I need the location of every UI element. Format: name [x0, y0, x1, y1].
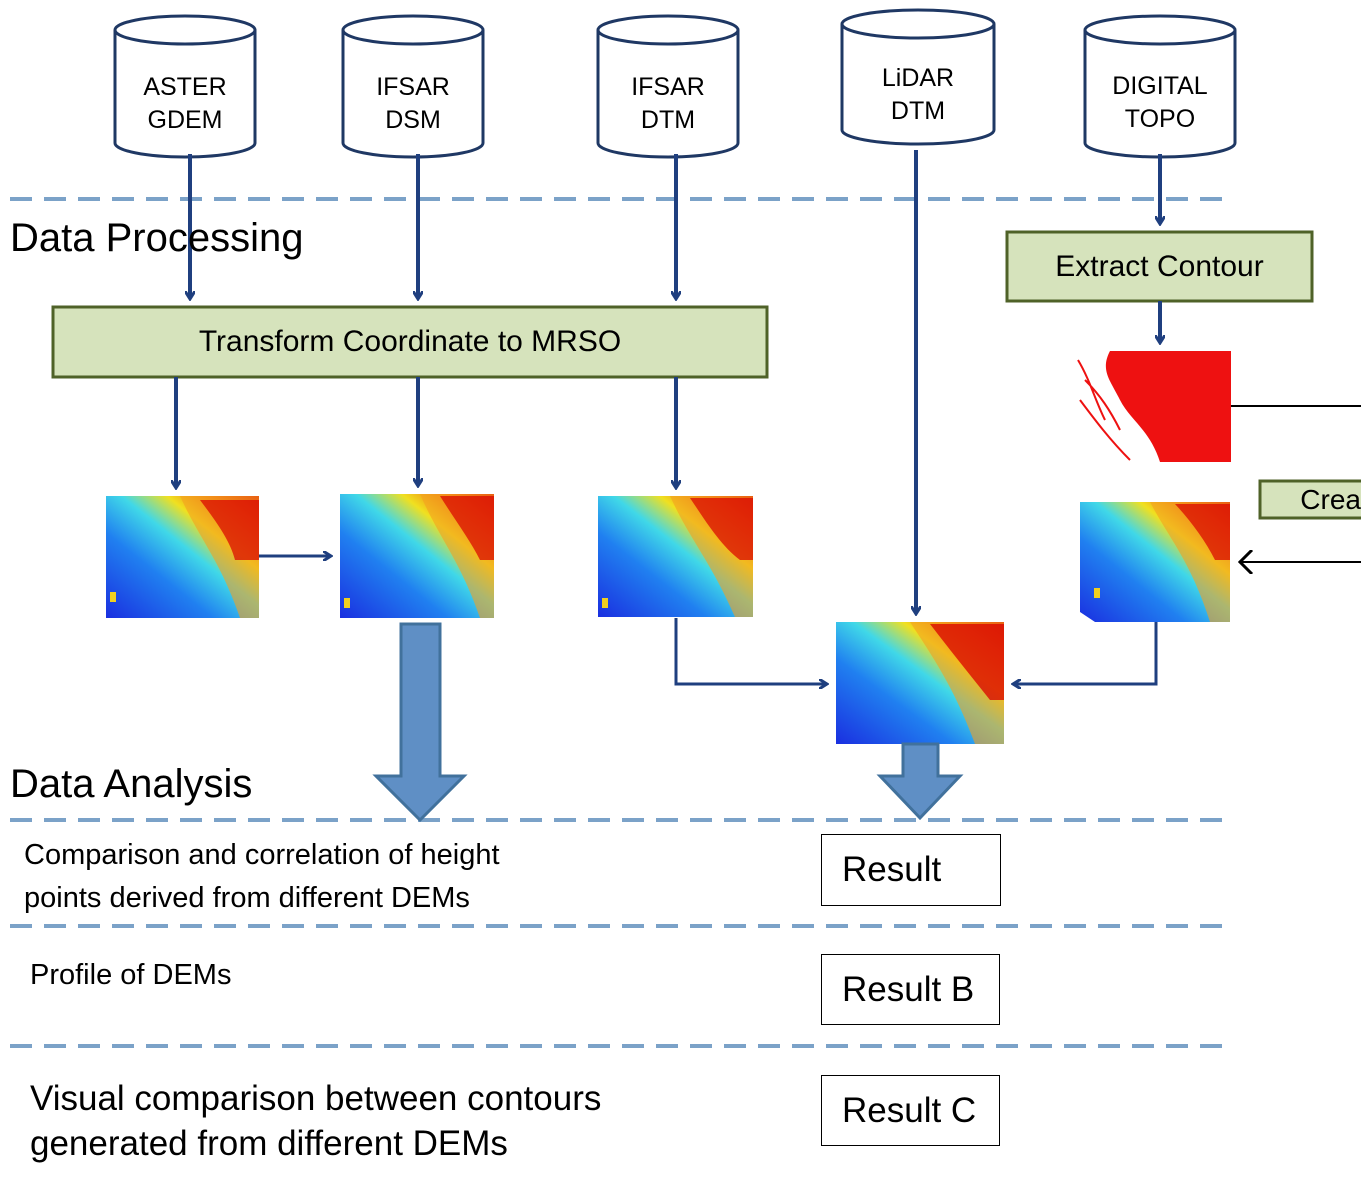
create-box — [1258, 479, 1361, 520]
section-data-processing: Data Processing — [10, 216, 304, 260]
analysis-profile-text: Profile of DEMs — [30, 959, 232, 991]
flow-arrows — [176, 150, 1160, 613]
cylinder-lidar — [840, 8, 996, 146]
dem-thumb-aster — [106, 496, 259, 618]
dem-thumb-ifsar-dsm — [340, 494, 494, 618]
source-cylinders — [113, 8, 1237, 159]
dem-merged — [836, 622, 1004, 744]
section-data-analysis: Data Analysis — [10, 762, 253, 806]
cylinder-topo — [1083, 14, 1237, 159]
connector-arrows — [259, 556, 1158, 684]
create-connectors — [1231, 405, 1361, 562]
dem-thumb-topo — [1080, 502, 1230, 622]
result-box-c: Result C — [821, 1075, 1000, 1146]
analysis-visual-text: Visual comparison between contours gener… — [30, 1079, 602, 1163]
contour-map — [1077, 351, 1231, 462]
dem-thumbnails — [106, 351, 1231, 744]
transform-box — [51, 305, 769, 379]
cylinder-aster — [113, 14, 257, 159]
big-arrow-left — [372, 622, 468, 823]
extract-contour-box — [1005, 230, 1314, 303]
create-label: Crea — [1300, 483, 1361, 515]
cylinder-ifsar-dsm — [341, 14, 485, 159]
result-box-b: Result B — [821, 954, 1000, 1025]
transform-label: Transform Coordinate to MRSO — [198, 325, 622, 358]
result-box-a: Result — [821, 834, 1001, 906]
big-arrow-right — [876, 742, 964, 821]
extract-contour-label: Extract Contour — [1055, 249, 1264, 283]
dem-thumb-ifsar-dtm — [598, 496, 753, 617]
cylinder-ifsar-dtm — [596, 14, 740, 159]
analysis-comparison-text: Comparison and correlation of height poi… — [24, 839, 500, 914]
